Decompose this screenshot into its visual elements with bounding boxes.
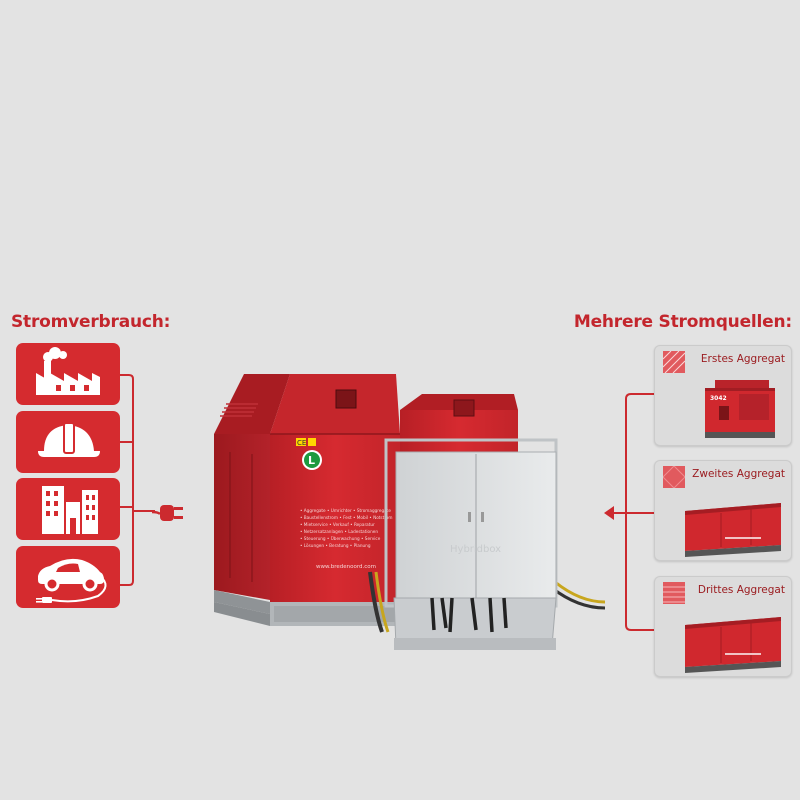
generator-system-illustration: CE L • Aggregate • Umrichter • Stromaggr… [214, 374, 606, 650]
plate-line: • Baustellenstrom • Fest • Mobil • Notst… [300, 515, 393, 520]
source-card-3: Drittes Aggregat [654, 576, 792, 677]
info-plate: • Aggregate • Umrichter • Stromaggregate… [300, 508, 393, 548]
plate-line: • Mietservice • Verkauf • Reparatur [300, 522, 375, 527]
cabinet-watermark: Hybridbox [450, 544, 501, 555]
generator-3-image [685, 617, 781, 673]
power-consumption-heading: Stromverbrauch: [11, 312, 171, 332]
plate-line: • Steuerung • Überwachung • Service [300, 536, 381, 541]
hatched-square-icon [663, 351, 685, 373]
source-label: Drittes Aggregat [697, 584, 785, 596]
l-badge: L [308, 454, 315, 467]
source-label: Erstes Aggregat [700, 353, 785, 365]
striped-square-icon [663, 582, 685, 604]
source-card-2: Zweites Aggregat [654, 460, 792, 561]
electric-car-tile [16, 546, 120, 608]
diamond-grid-square-icon [663, 466, 685, 488]
electric-car-icon [36, 558, 107, 603]
office-tile [16, 478, 120, 540]
plate-line: • Aggregate • Umrichter • Stromaggregate [300, 508, 391, 513]
arrow-left-icon [604, 506, 614, 520]
generator-2-image [685, 503, 781, 557]
construction-tile [16, 411, 120, 473]
power-sources-heading: Mehrere Stromquellen: [573, 312, 792, 332]
plate-url: www.bredenoord.com [316, 564, 376, 570]
plate-line: • Lösungen • Beratung • Planung [300, 543, 371, 548]
factory-tile [16, 343, 120, 405]
factory-icon [36, 347, 100, 395]
consumer-connector-lines [120, 374, 155, 586]
power-plug-icon [151, 505, 183, 521]
hard-hat-icon [38, 422, 100, 457]
source-label: Zweites Aggregat [692, 468, 785, 480]
plate-line: • Netzersatzanlagen • Ladestationen [300, 529, 378, 534]
generator-1-image: 3042 [705, 380, 775, 438]
office-building-icon [42, 486, 98, 534]
source-card-1: Erstes Aggregat 3042 [654, 345, 792, 446]
source-connector-lines [604, 393, 655, 631]
ce-mark: CE [297, 439, 306, 447]
model-badge: 3042 [710, 395, 727, 402]
